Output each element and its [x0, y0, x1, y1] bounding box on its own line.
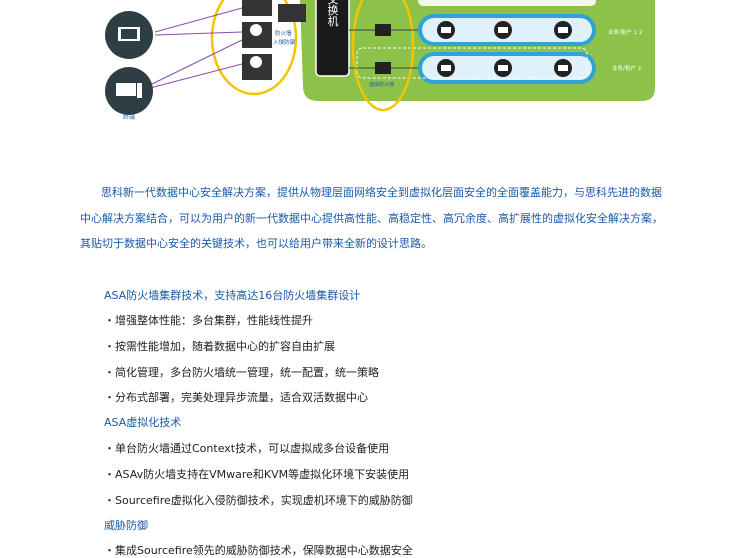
ips-label: 入侵防御	[273, 38, 296, 46]
section-heading: ASA虚拟化技术	[104, 416, 182, 429]
intro-line: 其贴切于数据中心安全的关键技术，也可以给用户带来全新的设计思路。	[80, 237, 432, 250]
terminal-label: 终端	[123, 113, 135, 120]
switch-box	[315, 0, 350, 77]
firewall-label: 防火墙	[275, 29, 292, 37]
firewall-icon	[242, 0, 272, 16]
network-diagram: 业务/租户 1 2 业务/租户 2 虚拟防火墙 交换机 防火墙 入侵防御 终端	[105, 0, 655, 120]
tenant-label-2: 业务/租户 2	[612, 64, 641, 72]
bullet-item: ・按需性能增加，随着数据中心的扩容自由扩展	[104, 340, 335, 353]
bullet-item: ・增强整体性能：多台集群，性能线性提升	[104, 314, 313, 327]
intro-line: 中心解决方案结合，可以为用户的新一代数据中心提供高性能、高稳定性、高冗余度、高扩…	[80, 211, 663, 225]
bullet-item: ・ASAv防火墙支持在VMware和KVM等虚拟化环境下安装使用	[104, 468, 410, 481]
bullet-item: ・单台防火墙通过Context技术，可以虚拟成多台设备使用	[104, 442, 390, 455]
bullet-item: ・简化管理，多台防火墙统一管理，统一配置，统一策略	[104, 366, 379, 379]
bullet-item: ・分布式部署，完美处理异步流量，适合双活数据中心	[104, 391, 368, 404]
section-heading: ASA防火墙集群技术，支持高达16台防火墙集群设计	[104, 289, 361, 302]
virtual-fw-label: 虚拟防火墙	[369, 81, 394, 88]
intro-paragraph: 思科新一代数据中心安全解决方案，提供从物理层面网络安全到虚拟化层面安全的全面覆盖…	[80, 180, 680, 257]
bullet-item: ・集成Sourcefire领先的威胁防御技术，保障数据中心数据安全	[104, 544, 413, 557]
firewall-cluster-zone	[210, 0, 298, 96]
bullet-item: ・Sourcefire虚拟化入侵防御技术，实现虚机环境下的威胁防御	[104, 494, 413, 507]
switch-label: 交换机	[326, 0, 339, 27]
virtual-firewall-zone	[351, 0, 415, 112]
section-heading: 威胁防御	[104, 519, 148, 532]
tenant-label-1: 业务/租户 1 2	[608, 28, 642, 36]
intro-line: 思科新一代数据中心安全解决方案，提供从物理层面网络安全到虚拟化层面安全的全面覆盖…	[101, 186, 662, 199]
virtual-firewall-icon	[375, 24, 391, 36]
